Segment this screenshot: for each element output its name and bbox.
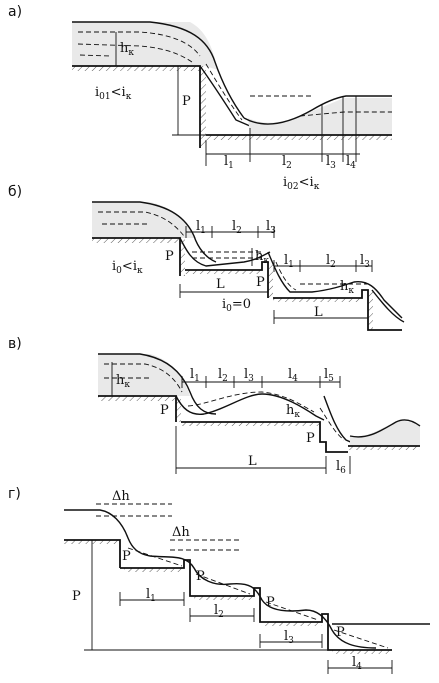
panel-v-tailwater-surface bbox=[349, 419, 421, 438]
panel-a-hk-label: hк bbox=[120, 41, 134, 58]
panel-v-l4: l4 bbox=[288, 367, 298, 384]
panel-a-free-surface bbox=[72, 21, 245, 119]
panel-a-l4: l4 bbox=[346, 154, 356, 171]
panel-b-L2: L bbox=[314, 305, 323, 320]
panel-v-l2: l2 bbox=[218, 367, 228, 384]
panel-g-dh1: Δh bbox=[112, 489, 130, 504]
panel-b-slope-zero: i0=0 bbox=[222, 297, 251, 314]
panel-g-label: г) bbox=[8, 486, 21, 502]
panel-g-l2: l2 bbox=[214, 603, 224, 620]
panel-b-l2-lower: l2 bbox=[326, 253, 336, 270]
panel-a: а) hк P i01<iк i02<iк bbox=[8, 4, 392, 192]
panel-v-l3: l3 bbox=[244, 367, 254, 384]
panel-g-P-step1: P bbox=[122, 549, 131, 564]
panel-g: г) Δh P P P P Δh P bbox=[8, 486, 430, 674]
panel-a-upstream-bed bbox=[72, 65, 201, 148]
panel-a-l1: l1 bbox=[224, 154, 234, 171]
panel-g-P-total: P bbox=[72, 589, 81, 604]
panel-b: б) P P hк hк i0<iк i0=0 bbox=[8, 184, 405, 331]
panel-b-label: б) bbox=[8, 184, 22, 200]
panel-a-l2: l2 bbox=[282, 154, 292, 171]
panel-b-slope-upstream: i0<iк bbox=[112, 259, 143, 276]
panel-a-downstream-water bbox=[248, 98, 392, 135]
panel-g-l3: l3 bbox=[284, 629, 294, 646]
panel-v-hk-label: hк bbox=[116, 373, 130, 390]
panel-a-slope-downstream: i02<iк bbox=[283, 175, 320, 192]
panel-a-upstream-water bbox=[72, 22, 218, 70]
panel-b-l3-lower: l3 bbox=[360, 253, 370, 270]
panel-b-l3: l3 bbox=[266, 219, 276, 236]
panel-v-step-bed bbox=[181, 421, 348, 453]
panel-a-l3: l3 bbox=[326, 154, 336, 171]
panel-g-l1: l1 bbox=[146, 587, 156, 604]
panel-b-hk-label: hк bbox=[255, 249, 269, 266]
panel-g-steps bbox=[120, 559, 392, 651]
panel-b-free-surface bbox=[92, 201, 217, 263]
panel-g-l4: l4 bbox=[352, 655, 362, 672]
panel-v-free-surface bbox=[98, 353, 217, 415]
panel-a-label: а) bbox=[8, 4, 22, 20]
panel-a-slope-upstream: i01<iк bbox=[95, 85, 132, 102]
panel-a-tailwater-surface bbox=[243, 95, 392, 125]
panel-g-P-step4: P bbox=[336, 625, 345, 640]
panel-g-free-surface bbox=[64, 509, 151, 557]
panel-b-L1: L bbox=[216, 277, 225, 292]
panel-v-label: в) bbox=[8, 336, 22, 352]
panel-b-hk2-label: hк bbox=[340, 279, 354, 296]
panel-v-P2-label: P bbox=[306, 431, 315, 446]
panel-v: в) hк hк P P l1 bbox=[8, 336, 421, 476]
panel-b-l1: l1 bbox=[196, 219, 206, 236]
panel-v-l5: l5 bbox=[324, 367, 334, 384]
panel-b-P2-label: P bbox=[256, 275, 265, 290]
panel-v-l1: l1 bbox=[190, 367, 200, 384]
panel-v-l6: l6 bbox=[336, 459, 346, 476]
panel-b-l2: l2 bbox=[232, 219, 242, 236]
panel-a-nappe-lower bbox=[199, 65, 251, 127]
panel-v-P-label: P bbox=[160, 403, 169, 418]
panel-v-hk2-label: hк bbox=[286, 403, 300, 420]
panel-v-L: L bbox=[248, 454, 257, 469]
panel-b-P-label: P bbox=[165, 249, 174, 264]
panel-g-P-step2: P bbox=[196, 569, 205, 584]
panel-a-P-label: P bbox=[182, 94, 191, 109]
panel-b-l1-lower: l1 bbox=[284, 253, 294, 270]
panel-g-dh2: Δh bbox=[172, 525, 190, 540]
panel-g-P-step3: P bbox=[266, 595, 275, 610]
